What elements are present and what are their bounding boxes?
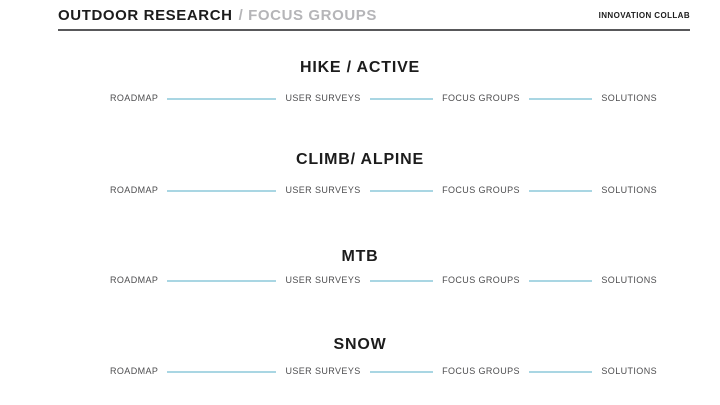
header-title: OUTDOOR RESEARCH / FOCUS GROUPS <box>58 7 377 24</box>
timeline-step-label: FOCUS GROUPS <box>442 275 520 285</box>
section-title: HIKE / ACTIVE <box>299 59 421 76</box>
connector-line <box>528 279 593 282</box>
timeline-step-label: USER SURVEYS <box>285 93 361 103</box>
header: OUTDOOR RESEARCH / FOCUS GROUPS INNOVATI… <box>58 7 690 24</box>
category-section: HIKE / ACTIVE ROADMAP USER SURVEYS FOCUS G… <box>0 58 720 110</box>
timeline-row: ROADMAP USER SURVEYS FOCUS GROUPS SOLUTIONS <box>110 275 657 286</box>
timeline-step-label: USER SURVEYS <box>285 275 361 285</box>
header-divider <box>58 29 690 31</box>
connector-line <box>369 189 434 192</box>
timeline-step-label: ROADMAP <box>110 185 159 195</box>
page-title: OUTDOOR RESEARCH <box>58 7 233 24</box>
timeline-step-label: USER SURVEYS <box>285 185 361 195</box>
timeline-step-label: ROADMAP <box>110 93 159 103</box>
connector-line <box>369 279 434 282</box>
page-subtitle: / FOCUS GROUPS <box>238 7 378 24</box>
section-title: SNOW <box>333 336 387 353</box>
timeline-row: ROADMAP USER SURVEYS FOCUS GROUPS SOLUTIONS <box>110 185 657 196</box>
timeline-row: ROADMAP USER SURVEYS FOCUS GROUPS SOLUTIONS <box>110 93 657 104</box>
timeline-step-label: SOLUTIONS <box>601 275 657 285</box>
brand-label: INNOVATION COLLAB <box>598 11 690 20</box>
connector-line <box>528 189 593 192</box>
section-title: CLIMB/ ALPINE <box>295 151 425 168</box>
timeline-step-label: ROADMAP <box>110 366 159 376</box>
connector-line <box>167 97 277 100</box>
timeline-step-label: SOLUTIONS <box>601 185 657 195</box>
connector-line <box>369 97 434 100</box>
timeline-step-label: SOLUTIONS <box>601 366 657 376</box>
connector-line <box>167 279 277 282</box>
section-title: MTB <box>341 248 379 265</box>
category-section: CLIMB/ ALPINE ROADMAP USER SURVEYS FOCUS G… <box>0 150 720 202</box>
timeline-step-label: ROADMAP <box>110 275 159 285</box>
timeline-step-label: SOLUTIONS <box>601 93 657 103</box>
connector-line <box>167 370 277 373</box>
category-section: SNOW ROADMAP USER SURVEYS FOCUS GROUPS SOLU… <box>0 335 720 387</box>
connector-line <box>528 370 593 373</box>
timeline-row: ROADMAP USER SURVEYS FOCUS GROUPS SOLUTIONS <box>110 366 657 377</box>
timeline-step-label: FOCUS GROUPS <box>442 185 520 195</box>
timeline-step-label: FOCUS GROUPS <box>442 93 520 103</box>
connector-line <box>369 370 434 373</box>
connector-line <box>528 97 593 100</box>
timeline-step-label: USER SURVEYS <box>285 366 361 376</box>
connector-line <box>167 189 277 192</box>
category-section: MTB ROADMAP USER SURVEYS FOCUS GROUPS SOLUT… <box>0 247 720 299</box>
timeline-step-label: FOCUS GROUPS <box>442 366 520 376</box>
